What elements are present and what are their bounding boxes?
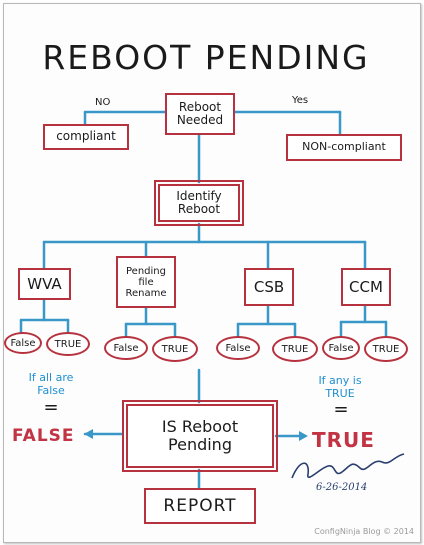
pfr-true-oval: TRUE: [152, 336, 198, 362]
check-pending-file-rename-node: Pending file Rename: [116, 256, 176, 308]
check-ccm-label: CCM: [349, 277, 383, 296]
signature-date: 6-26-2014: [316, 482, 368, 493]
ccm-false-oval: False: [322, 336, 360, 360]
non-compliant-node: NON-compliant: [286, 134, 402, 161]
csb-true-oval: TRUE: [272, 336, 318, 362]
compliant-label: compliant: [56, 129, 116, 144]
condition-any-true-equals: =: [333, 399, 349, 420]
signature-scribble: [291, 453, 405, 479]
compliant-node: compliant: [43, 124, 129, 150]
result-false: FALSE: [12, 426, 75, 446]
reboot-needed-label: Reboot Needed: [176, 99, 224, 127]
result-true: TRUE: [312, 428, 375, 452]
edge-label-no: NO: [95, 97, 111, 108]
edge-label-yes: Yes: [292, 95, 309, 106]
is-reboot-pending-node: IS Reboot Pending: [122, 400, 278, 472]
report-node: REPORT: [144, 488, 256, 524]
is-reboot-pending-label: IS Reboot Pending: [161, 417, 239, 454]
check-wva-label: WVA: [27, 274, 62, 293]
csb-false-oval: False: [216, 336, 260, 360]
reboot-needed-node: Reboot Needed: [165, 93, 235, 135]
identify-reboot-node: Identify Reboot: [154, 180, 244, 226]
diagram-title: REBOOT PENDING: [42, 38, 370, 77]
non-compliant-label: NON-compliant: [302, 140, 386, 154]
check-ccm-node: CCM: [341, 268, 391, 306]
check-csb-node: CSB: [244, 268, 294, 306]
wva-true-oval: TRUE: [46, 332, 90, 356]
ccm-true-oval: TRUE: [364, 336, 408, 362]
condition-any-true: If any is TRUE: [318, 374, 362, 400]
check-csb-label: CSB: [253, 277, 285, 296]
identify-reboot-label: Identify Reboot: [176, 188, 222, 216]
wva-false-oval: False: [4, 332, 42, 354]
pfr-false-oval: False: [104, 336, 148, 360]
condition-all-false-equals: =: [43, 397, 59, 418]
check-pending-file-rename-label: Pending file Rename: [125, 265, 167, 299]
blog-credit: ConfigNinja Blog © 2014: [314, 527, 414, 536]
report-label: REPORT: [163, 495, 237, 516]
check-wva-node: WVA: [18, 268, 71, 300]
condition-all-false: If all are False: [28, 371, 74, 397]
